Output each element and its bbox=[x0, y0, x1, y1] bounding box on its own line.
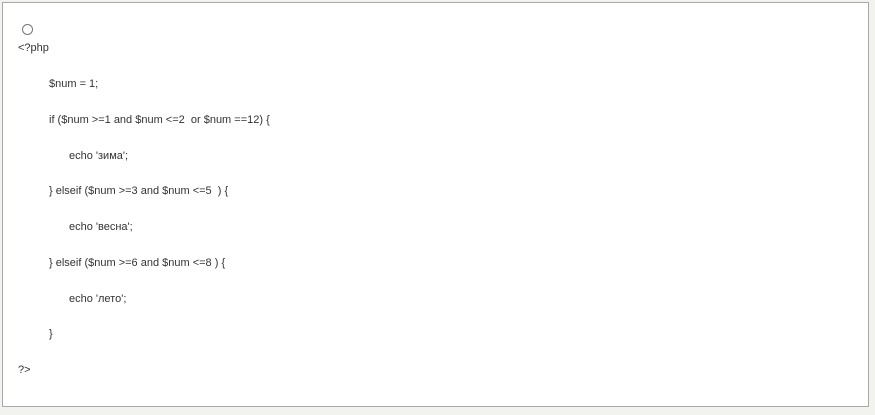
answer-option-card[interactable]: <?php $num = 1; if ($num >=1 and $num <=… bbox=[2, 2, 869, 407]
code-line-elseif-summer: } elseif ($num >=6 and $num <=8 ) { bbox=[49, 257, 226, 269]
code-line-elseif-spring: } elseif ($num >=3 and $num <=5 ) { bbox=[49, 185, 229, 197]
code-line-close-brace: } bbox=[49, 328, 53, 340]
answer-radio-button[interactable] bbox=[22, 24, 33, 35]
code-line-echo-winter: echo 'зима'; bbox=[69, 150, 129, 162]
code-line-php-open: <?php bbox=[18, 42, 49, 54]
code-line-echo-spring: echo 'весна'; bbox=[69, 221, 133, 233]
code-line-echo-summer: echo 'лето'; bbox=[69, 293, 127, 305]
code-line-php-close: ?> bbox=[18, 364, 31, 376]
code-line-if: if ($num >=1 and $num <=2 or $num ==12) … bbox=[49, 114, 270, 126]
code-line-assign: $num = 1; bbox=[49, 78, 99, 90]
